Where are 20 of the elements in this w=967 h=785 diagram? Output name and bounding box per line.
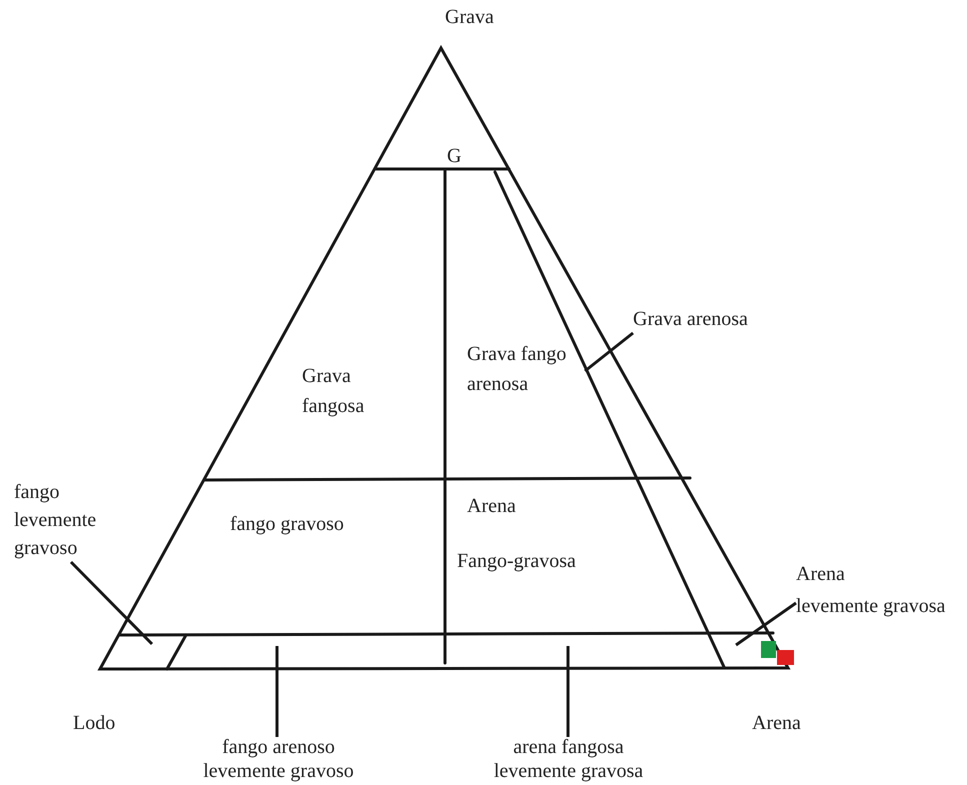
region-label: G	[447, 144, 462, 169]
leader-line	[276, 646, 278, 737]
leader-line	[70, 560, 154, 646]
leader-line	[584, 332, 634, 372]
vertex-label: Arena	[752, 711, 801, 736]
region-label: fango gravoso	[230, 512, 344, 537]
leader-label: levemente gravosa	[796, 594, 946, 619]
leader-label: fango levemente gravoso	[14, 478, 109, 562]
vertex-label: Lodo	[73, 711, 116, 736]
leader-label: arena fangosa levemente gravosa	[486, 735, 651, 783]
region-label: Grava fangosa	[302, 364, 366, 419]
leader-label: Grava arenosa	[633, 305, 803, 333]
region-label: Fango-gravosa	[457, 549, 576, 574]
leader-label: Arena	[796, 562, 846, 587]
region-label: Grava fango arenosa	[467, 342, 568, 397]
region-label: Arena	[467, 494, 516, 519]
leader-line	[735, 602, 797, 646]
leader-line	[566, 646, 570, 737]
leader-label: fango arenoso levemente gravoso	[196, 735, 361, 783]
vertex-label: Grava	[445, 5, 494, 30]
